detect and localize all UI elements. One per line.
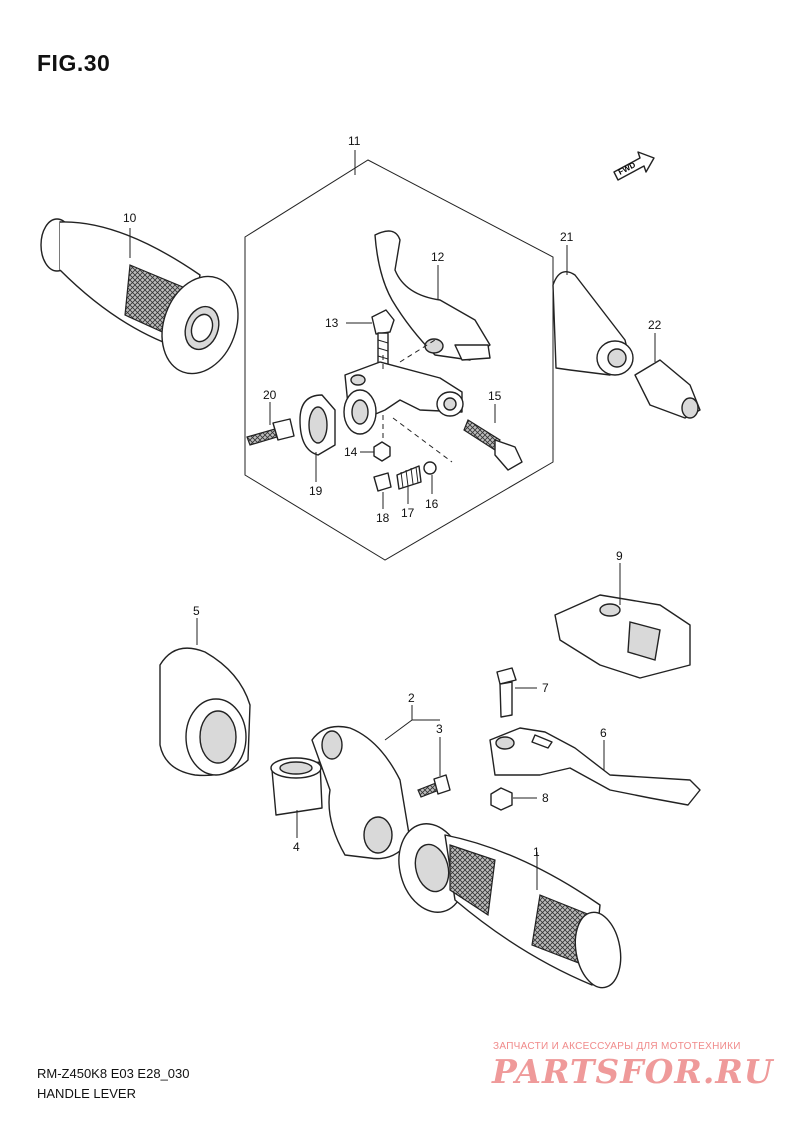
callout-13: 13 — [325, 316, 339, 330]
callout-14: 14 — [344, 445, 358, 459]
part-19-clamp — [299, 394, 336, 456]
callout-17: 17 — [401, 506, 415, 520]
callout-22: 22 — [648, 318, 662, 332]
callout-18: 18 — [376, 511, 390, 525]
watermark-tagline: ЗАПЧАСТИ И АКСЕССУАРЫ ДЛЯ МОТОТЕХНИКИ — [493, 1041, 741, 1052]
part-13-bolt — [371, 309, 395, 366]
callout-2: 2 — [408, 691, 415, 705]
callout-9: 9 — [616, 549, 623, 563]
part-18-pin — [373, 472, 392, 492]
part-6-lever — [489, 727, 701, 806]
part-22-adjuster — [634, 359, 701, 419]
callout-11: 11 — [348, 134, 361, 148]
callout-16: 16 — [425, 497, 439, 511]
callout-21: 21 — [560, 230, 574, 244]
diagram-subtitle: HANDLE LEVER — [37, 1086, 136, 1101]
part-5-cover — [159, 647, 251, 777]
part-14-nut — [373, 441, 391, 462]
callout-12: 12 — [431, 250, 445, 264]
callout-7: 7 — [542, 681, 549, 695]
figure-title: FIG.30 — [37, 50, 111, 76]
callout-4: 4 — [293, 840, 300, 854]
part-7-bolt — [496, 667, 517, 718]
part-4-collar — [270, 757, 323, 816]
part-10-grip — [40, 218, 239, 375]
callout-8: 8 — [542, 791, 549, 805]
callout-20: 20 — [263, 388, 277, 402]
part-12-lever — [374, 230, 491, 361]
fwd-arrow-icon: FWD — [613, 151, 655, 181]
callout-labels: 10 11 12 13 14 15 16 17 18 19 20 21 22 5… — [123, 134, 662, 859]
part-20-bolt — [246, 418, 295, 446]
part-16-ball — [423, 461, 437, 475]
callout-1: 1 — [533, 845, 540, 859]
assembly-outline — [244, 159, 554, 561]
part-9-cover — [554, 594, 691, 679]
part-21-boot — [552, 271, 634, 376]
model-code: RM-Z450K8 E03 E28_030 — [37, 1066, 190, 1081]
watermark-logo: PARTSFOR.RU — [492, 1052, 774, 1091]
part-8-nut — [490, 787, 513, 811]
callout-3: 3 — [436, 722, 443, 736]
part-1-grip — [398, 823, 622, 989]
callout-19: 19 — [309, 484, 323, 498]
part-15-adjuster — [463, 419, 523, 471]
part-3-screw — [417, 774, 451, 798]
leader-lines — [129, 150, 656, 890]
lever-holder — [343, 361, 464, 435]
callout-15: 15 — [488, 389, 502, 403]
part-2-holder — [311, 725, 411, 860]
part-17-spring — [396, 465, 422, 490]
callout-10: 10 — [123, 211, 137, 225]
callout-5: 5 — [193, 604, 200, 618]
callout-6: 6 — [600, 726, 607, 740]
